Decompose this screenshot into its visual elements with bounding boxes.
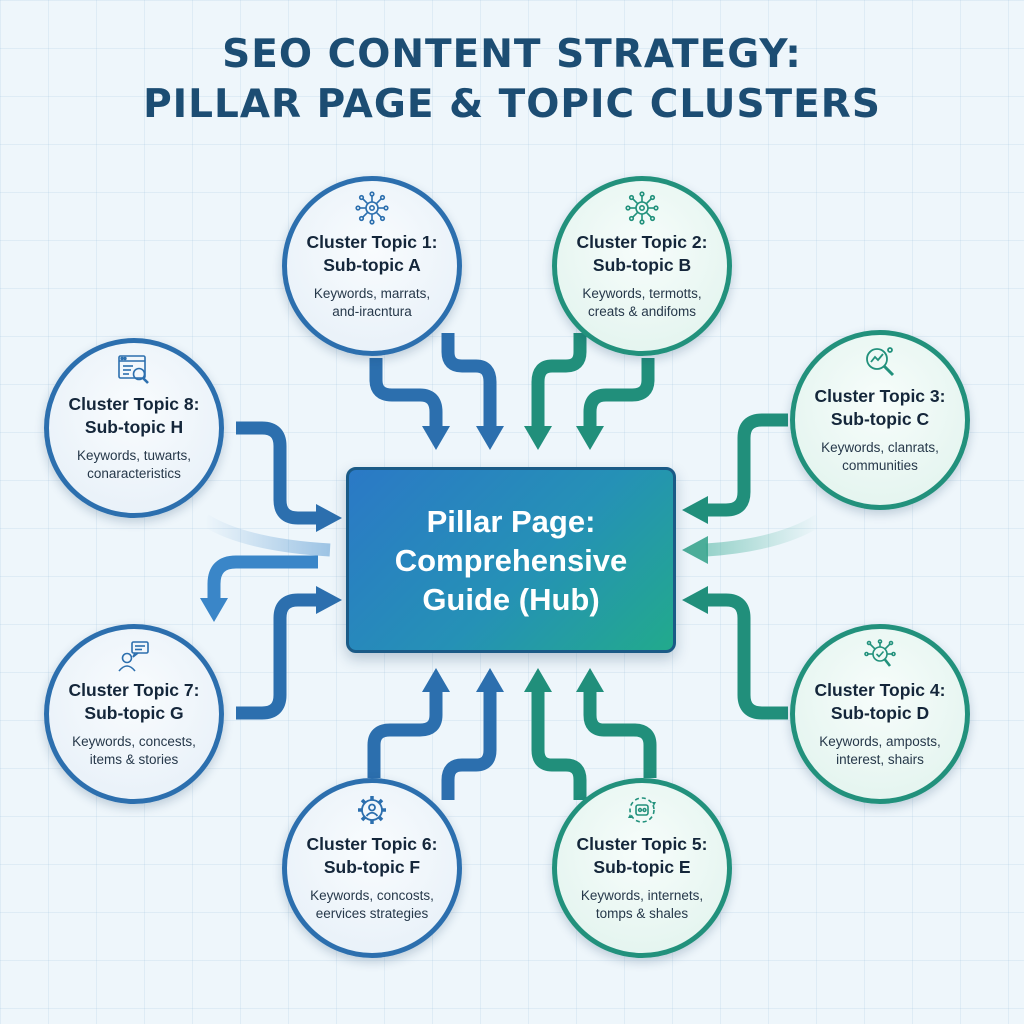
arrow-topic1-a [369,358,443,428]
cluster-subtopic: Sub-topic D [830,703,930,723]
hub-line-2: Comprehensive [394,542,628,578]
hub-line-3: Guide (Hub) [422,581,600,617]
cluster-title: Cluster Topic 2: [576,232,708,252]
arrow-topic7 [236,593,318,720]
cluster-keywords-line-1: Keywords, marrats, [313,286,431,301]
analytics-magnifier-icon [863,345,897,379]
cluster-node-3: Cluster Topic 3: Sub-topic C Keywords, c… [790,330,970,510]
hub-line-1: Pillar Page: [426,503,596,539]
cluster-node-8: Cluster Topic 8: Sub-topic H Keywords, t… [44,338,224,518]
arrow-topic3 [706,413,788,517]
arrow-topic4 [706,593,788,720]
arrow-topic6-b [441,690,497,800]
title-line-1: SEO CONTENT STRATEGY: [222,32,802,77]
search-network-icon [863,639,897,673]
arrowheads [200,426,708,692]
cluster-keywords-line-1: Keywords, clanrats, [821,440,939,455]
arrow-topic2-a [531,333,587,428]
cycle-chip-icon [625,793,659,827]
network-icon [355,191,389,225]
diagram-title: SEO CONTENT STRATEGY: PILLAR PAGE & TOPI… [0,30,1024,130]
gear-user-icon [355,793,389,827]
cluster-title: Cluster Topic 8: [68,394,200,414]
cluster-node-1: Cluster Topic 1: Sub-topic A Keywords, m… [282,176,462,356]
cluster-keywords-line-1: Keywords, concests, [72,734,196,749]
cluster-node-4: Cluster Topic 4: Sub-topic D Keywords, a… [790,624,970,804]
cluster-title: Cluster Topic 3: [814,386,946,406]
arrow-loop-left [207,555,318,600]
cluster-keywords-line-2: and-iracntura [332,304,412,319]
cluster-title: Cluster Topic 5: [576,834,708,854]
cluster-keywords-line-1: Keywords, termotts, [582,286,702,301]
cluster-node-2: Cluster Topic 2: Sub-topic B Keywords, t… [552,176,732,356]
cluster-title: Cluster Topic 1: [306,232,438,252]
cluster-node-6: Cluster Topic 6: Sub-topic F Keywords, c… [282,778,462,958]
cluster-keywords-line-2: conaracteristics [87,466,181,481]
fade-arrow-left [201,514,331,557]
arrow-topic1-b [441,333,497,428]
cluster-subtopic: Sub-topic H [84,417,184,437]
cluster-keywords-line-1: Keywords, tuwarts, [76,448,192,463]
cluster-title: Cluster Topic 7: [68,680,200,700]
cluster-keywords-line-1: Keywords, concosts, [310,888,434,903]
arrow-topic5-b [583,690,657,778]
arrow-topic8 [236,421,318,525]
cluster-subtopic: Sub-topic G [84,703,184,723]
cluster-keywords-line-1: Keywords, amposts, [819,734,941,749]
cluster-subtopic: Sub-topic C [830,409,930,429]
cluster-keywords-line-2: interest, shairs [836,752,924,767]
arrow-topic6-a [367,690,443,778]
cluster-subtopic: Sub-topic F [323,857,421,877]
pillar-page-hub: Pillar Page: Comprehensive Guide (Hub) [346,467,676,653]
hub-label: Pillar Page: Comprehensive Guide (Hub) [395,502,628,619]
cluster-subtopic: Sub-topic E [593,857,691,877]
cluster-keywords-line-2: creats & andifoms [587,304,697,319]
cluster-subtopic: Sub-topic B [592,255,692,275]
fade-arrow-right [705,514,823,557]
title-line-2: PILLAR PAGE & TOPIC CLUSTERS [143,82,881,127]
arrow-topic2-b [583,358,655,428]
cluster-keywords-line-2: items & stories [89,752,179,767]
cluster-keywords-line-2: communities [842,458,918,473]
cluster-node-5: Cluster Topic 5: Sub-topic E Keywords, i… [552,778,732,958]
browser-search-icon [117,353,151,387]
cluster-title: Cluster Topic 6: [306,834,438,854]
cluster-keywords-line-2: eervices strategies [315,906,429,921]
cluster-title: Cluster Topic 4: [814,680,946,700]
cluster-node-7: Cluster Topic 7: Sub-topic G Keywords, c… [44,624,224,804]
network-icon [625,191,659,225]
cluster-keywords-line-2: tomps & shales [595,906,689,921]
cluster-keywords-line-1: Keywords, internets, [580,888,704,903]
arrow-topic5-a [531,690,587,800]
user-chat-icon [117,639,151,673]
cluster-subtopic: Sub-topic A [323,255,421,275]
